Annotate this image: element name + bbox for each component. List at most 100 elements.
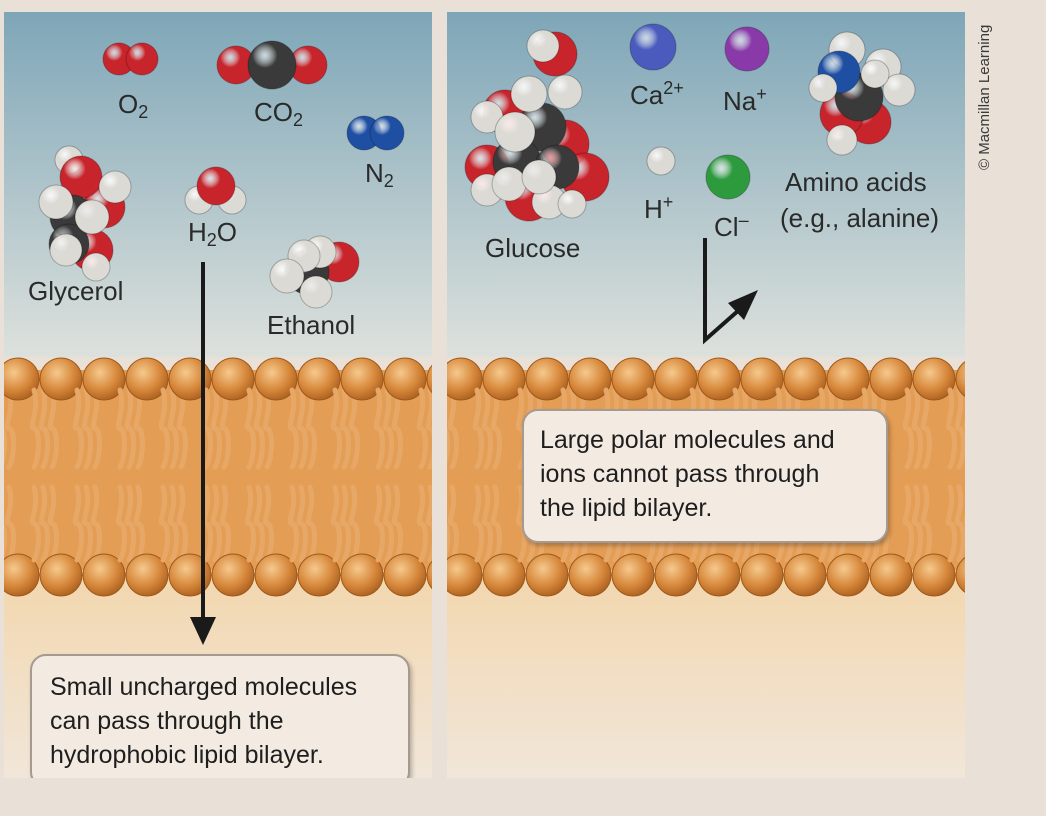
callout-line: the lipid bilayer. xyxy=(540,494,713,522)
nitrogen-atom xyxy=(369,115,405,151)
callout-line: hydrophobic lipid bilayer. xyxy=(50,741,324,769)
lipid-tail xyxy=(348,484,360,563)
phospholipid-head xyxy=(611,357,655,401)
lipid-tail xyxy=(210,387,222,470)
lipid-tail xyxy=(124,484,136,563)
lipid-tail xyxy=(90,387,102,470)
ethanol-label: Ethanol xyxy=(267,310,356,340)
phospholipid-head xyxy=(340,553,384,597)
lipid-tail xyxy=(115,387,127,470)
lipid-tail xyxy=(472,484,484,563)
glycerol-molecule xyxy=(38,145,132,282)
glucose-molecule xyxy=(464,29,610,222)
phospholipid-head xyxy=(740,357,784,401)
lipid-tail xyxy=(4,484,16,563)
lipid-tail xyxy=(287,484,299,563)
lipid-tail xyxy=(167,484,179,563)
lipid-tail xyxy=(382,387,394,470)
lipid-tail xyxy=(416,484,428,563)
lipid-tail xyxy=(244,387,256,470)
hydrogen-atom xyxy=(494,111,536,153)
phospholipid-head xyxy=(955,361,965,397)
phospholipid-head xyxy=(568,357,612,401)
h2o-molecule xyxy=(184,166,247,215)
phospholipid-head xyxy=(39,357,83,401)
lipid-tail xyxy=(176,387,188,470)
lipid-tail xyxy=(416,387,428,470)
phospholipid-head xyxy=(826,357,870,401)
lipid-tail xyxy=(72,387,84,470)
phospholipid-head xyxy=(568,553,612,597)
phospholipid-head xyxy=(383,553,427,597)
lipid-tail xyxy=(481,387,493,470)
lipid-tail xyxy=(262,484,274,563)
lipid-tail xyxy=(391,484,403,563)
lipid-tail xyxy=(115,484,127,563)
phospholipid-head xyxy=(869,553,913,597)
hydrogen-atom xyxy=(882,73,916,107)
lipid-tail xyxy=(38,484,50,563)
lipid-tail xyxy=(158,484,170,563)
lipid-tail xyxy=(447,484,459,563)
lipid-tail xyxy=(391,387,403,470)
blocked-arrow xyxy=(703,238,758,345)
lipid-tail xyxy=(902,387,914,470)
impermeable-callout: Large polar molecules and ions cannot pa… xyxy=(522,409,888,543)
molecules xyxy=(38,40,405,309)
h2o-label: H2O xyxy=(188,217,238,250)
phospholipid-head xyxy=(168,357,212,401)
lipid-tail xyxy=(481,484,493,563)
lipid-tail xyxy=(425,387,432,470)
lipid-tail xyxy=(954,484,965,563)
pass-through-arrow xyxy=(190,262,216,645)
phospholipid-head xyxy=(447,553,483,597)
phospholipid-head xyxy=(611,553,655,597)
phospholipid-head xyxy=(254,357,298,401)
lipid-tail xyxy=(29,387,41,470)
lipid-tail xyxy=(339,387,351,470)
hydrogen-ion xyxy=(646,146,676,176)
phospholipid-head xyxy=(912,553,956,597)
lipid-tail xyxy=(373,484,385,563)
phospholipid-head xyxy=(297,553,341,597)
lipid-tail xyxy=(38,387,50,470)
phospholipid-head xyxy=(297,357,341,401)
lipid-tail xyxy=(167,387,179,470)
hydrogen-atom xyxy=(547,74,583,110)
phospholipid-head xyxy=(211,553,255,597)
lipid-tail xyxy=(425,484,432,563)
hydrogen-atom xyxy=(521,159,557,195)
phospholipid-head xyxy=(383,357,427,401)
callout-line: Small uncharged molecules xyxy=(50,673,358,701)
phospholipid-head xyxy=(697,553,741,597)
lipid-tail xyxy=(945,484,957,563)
lipid-tail xyxy=(382,484,394,563)
lipid-tail xyxy=(296,387,308,470)
phospholipid-head xyxy=(168,553,212,597)
phospholipid-head xyxy=(125,357,169,401)
callout-line: Large polar molecules and xyxy=(540,426,835,454)
right-scene xyxy=(447,12,965,778)
phospholipid-head xyxy=(254,553,298,597)
phospholipid-head xyxy=(447,357,483,401)
phospholipid-head xyxy=(4,357,40,401)
lipid-tail xyxy=(287,387,299,470)
hydrogen-label: H+ xyxy=(644,192,674,224)
hydrogen-atom xyxy=(49,233,83,267)
lipid-tail xyxy=(158,387,170,470)
lipid-tail xyxy=(447,387,459,470)
lipid-tail xyxy=(133,484,145,563)
lipid-tail xyxy=(296,484,308,563)
lipid-tail xyxy=(201,387,213,470)
phospholipid-head xyxy=(482,357,526,401)
lipid-tail xyxy=(201,484,213,563)
phospholipid-head xyxy=(955,557,965,593)
phospholipid-head xyxy=(426,364,432,394)
panel-permeable: O2 CO2 N2 Glycerol H2O Ethanol Small unc… xyxy=(4,12,432,778)
phospholipid-head xyxy=(525,357,569,401)
phospholipid-head xyxy=(783,357,827,401)
hydrogen-atom xyxy=(269,258,305,294)
phospholipid-head xyxy=(82,553,126,597)
phospholipid-head xyxy=(482,553,526,597)
phospholipid-head xyxy=(426,560,432,590)
